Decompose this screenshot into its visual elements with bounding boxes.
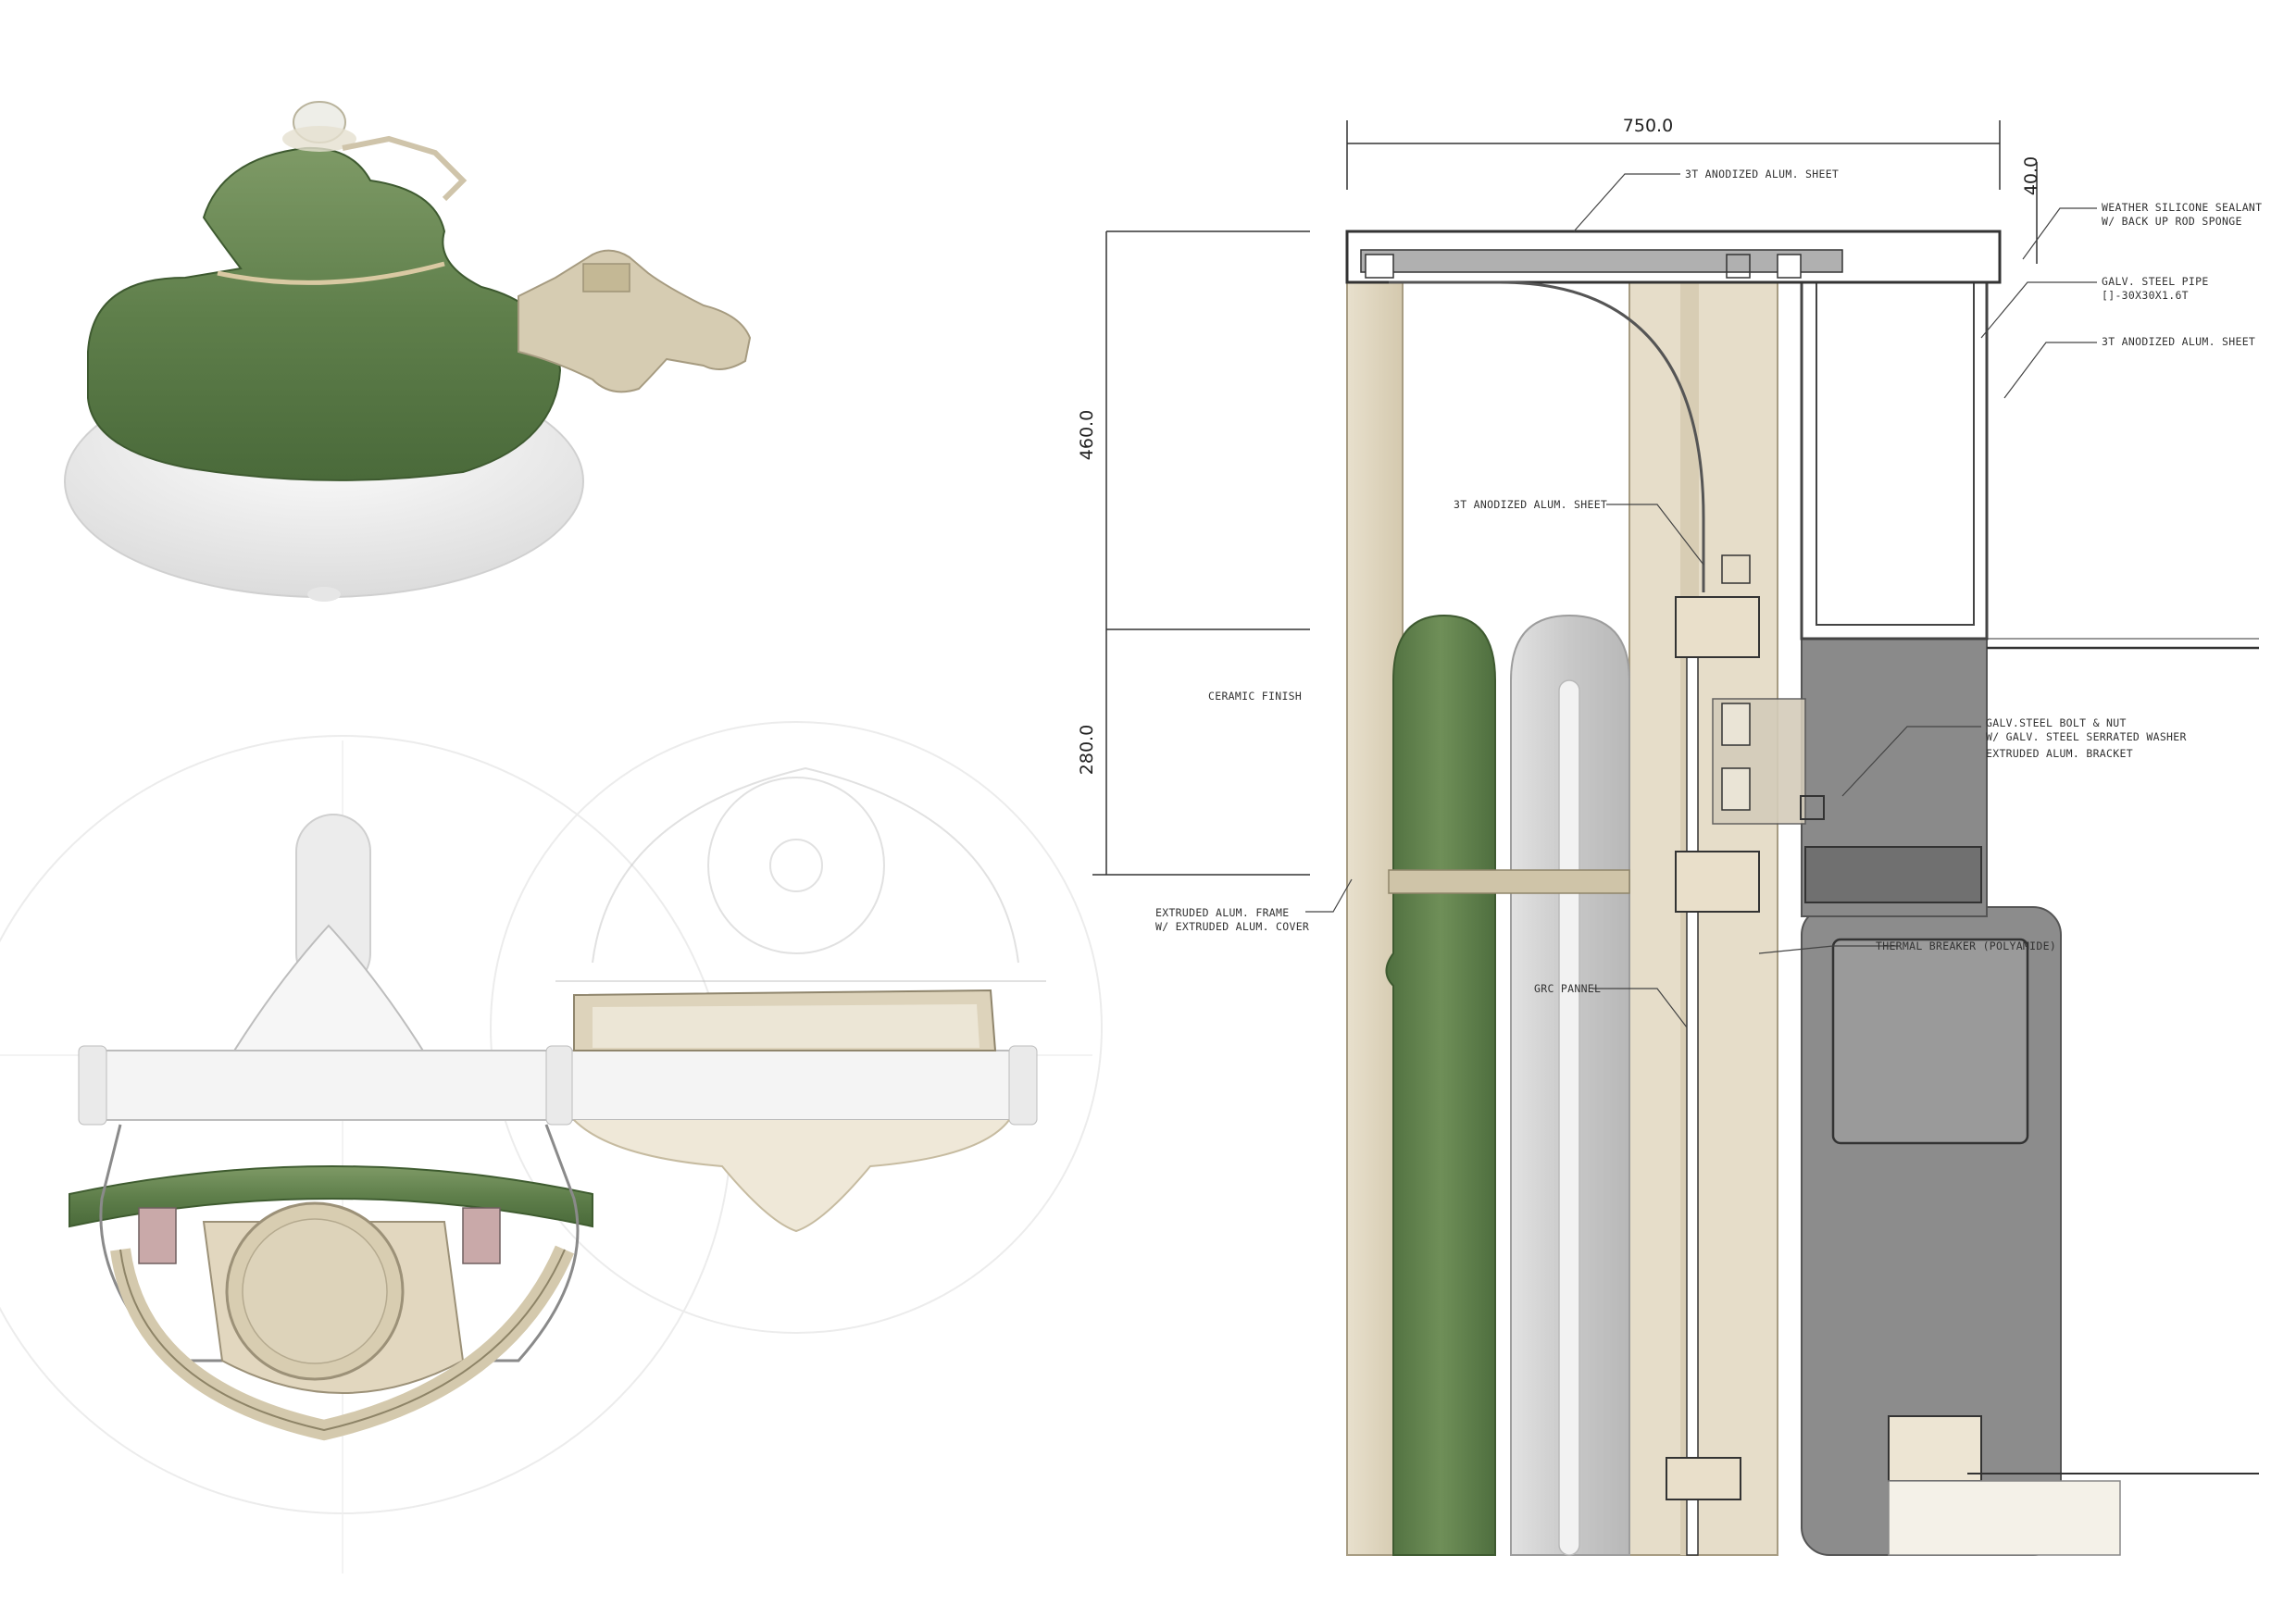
leader-lines — [1305, 173, 2097, 1028]
label-frame-2: W/ EXTRUDED ALUM. COVER — [1155, 920, 1309, 933]
label-alum-sheet-top: 3T ANODIZED ALUM. SHEET — [1685, 168, 1839, 180]
label-bolt-2: W/ GALV. STEEL SERRATED WASHER — [1986, 730, 2187, 743]
dim-width: 750.0 — [1623, 116, 1673, 136]
label-sealant-2: W/ BACK UP ROD SPONGE — [2102, 215, 2242, 228]
label-frame-1: EXTRUDED ALUM. FRAME — [1155, 906, 1289, 919]
bracket-arm — [518, 249, 752, 393]
dim-lower-height: 280.0 — [1077, 725, 1097, 775]
label-steel-pipe-2: []-30X30X1.6T — [2102, 289, 2189, 302]
dim-offset: 40.0 — [2021, 156, 2041, 195]
label-steel-pipe-1: GALV. STEEL PIPE — [2102, 275, 2209, 288]
label-thermal-breaker: THERMAL BREAKER (POLYAMIDE) — [1876, 939, 2056, 952]
render-3d-node — [64, 101, 752, 602]
label-bolt-1: GALV.STEEL BOLT & NUT — [1986, 716, 2127, 729]
green-ceramic-panel — [1385, 614, 1496, 1556]
dim-upper-height: 460.0 — [1077, 410, 1097, 460]
label-alum-sheet-right: 3T ANODIZED ALUM. SHEET — [2102, 335, 2255, 348]
dimension-lines — [1092, 120, 2038, 876]
plan-green-band — [69, 1165, 593, 1228]
alum-frame-mid — [1628, 281, 1778, 1556]
label-sealant-1: WEATHER SILICONE SEALANT — [2102, 201, 2262, 214]
plan-view-node — [0, 721, 1103, 1574]
label-ceramic-finish: CERAMIC FINISH — [1208, 690, 1302, 703]
green-ceramic-cap — [87, 146, 562, 481]
label-bracket: EXTRUDED ALUM. BRACKET — [1986, 747, 2133, 760]
section-detail: 750.0 460.0 280.0 40.0 3T ANODIZED ALUM.… — [1077, 116, 2262, 1556]
label-alum-sheet-mid: 3T ANODIZED ALUM. SHEET — [1454, 498, 1607, 511]
label-grc-panel: GRC PANNEL — [1534, 982, 1601, 995]
